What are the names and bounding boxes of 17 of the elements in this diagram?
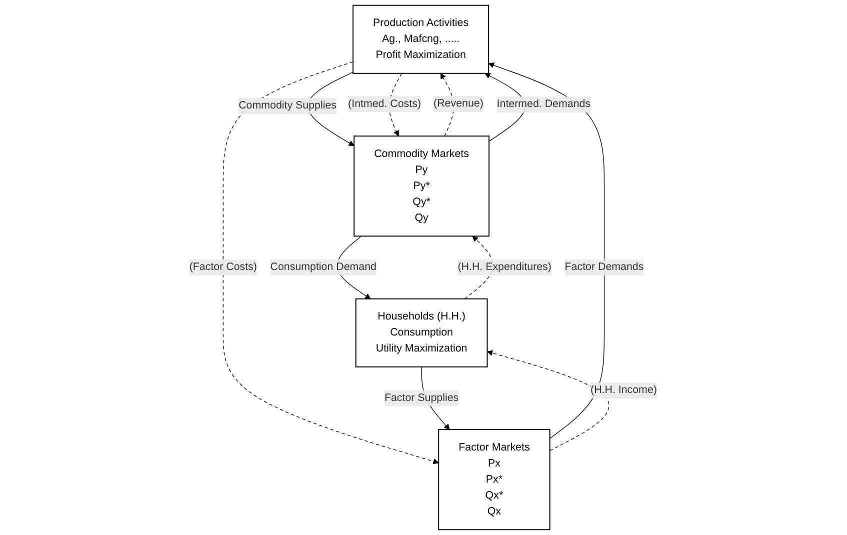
node-box: Households (H.H.) Consumption Utility Maximization [356,298,488,368]
node-box: Factor Markets Px Px* Qx* Qx [438,429,551,530]
edge-label: Factor Supplies [384,392,459,404]
edge-label: (Factor Costs) [190,261,258,273]
edge-label: Intermed. Demands [497,98,591,110]
edge-label: (Revenue) [434,98,484,110]
arrow [488,62,605,439]
node-box: Production Activities Ag., Mafcng, ..... Profit Maximization [352,4,490,74]
edge-label: (H.H. Income) [590,384,658,396]
edge-label: Consumption Demand [270,261,377,273]
node-box: Commodity Markets Py Py* Qy* Qy [354,136,490,237]
edge-label: (Intmed. Costs) [348,98,422,110]
arrow [487,350,610,452]
edge-label: (H.H. Expenditures) [458,261,552,273]
arrow [223,61,440,464]
edge-label: Commodity Supplies [238,100,337,112]
edge-label: Factor Demands [565,261,644,273]
